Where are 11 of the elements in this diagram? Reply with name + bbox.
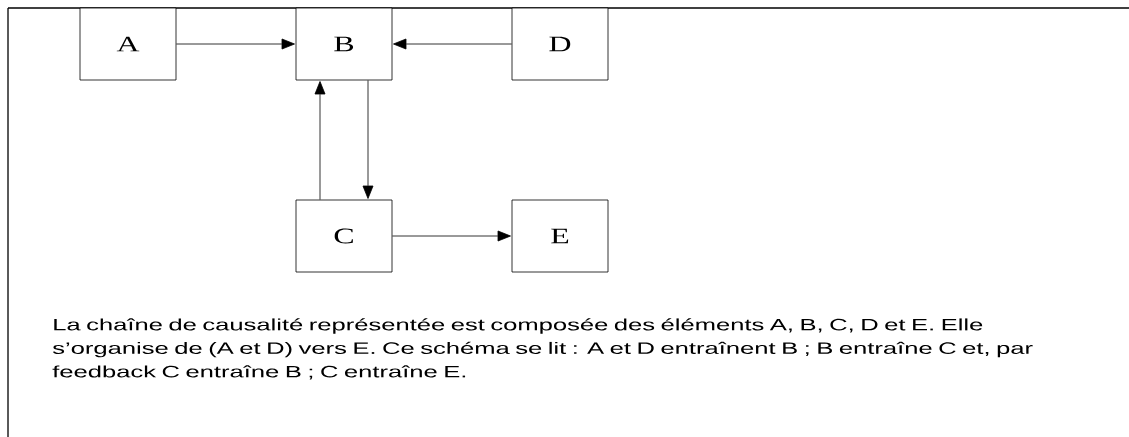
arrow (362, 80, 374, 199)
arrow (392, 230, 511, 242)
process-box: A (79, 7, 177, 81)
arrow (393, 38, 512, 50)
process-box: C (295, 199, 393, 273)
description-paragraph: La chaîne de causalité représentée est composée des éléments A, B, C, D et E. Elle s’organise de (A et D) vers E. Ce schéma se lit : A et D entraînent B ; B entraîne C et, par feedback C entraîne B ; C entraîne E. (52, 318, 1033, 380)
arrow (176, 38, 295, 50)
process-box: E (511, 199, 609, 273)
arrow (314, 81, 326, 200)
process-box: D (511, 7, 609, 81)
process-box: B (295, 7, 393, 81)
